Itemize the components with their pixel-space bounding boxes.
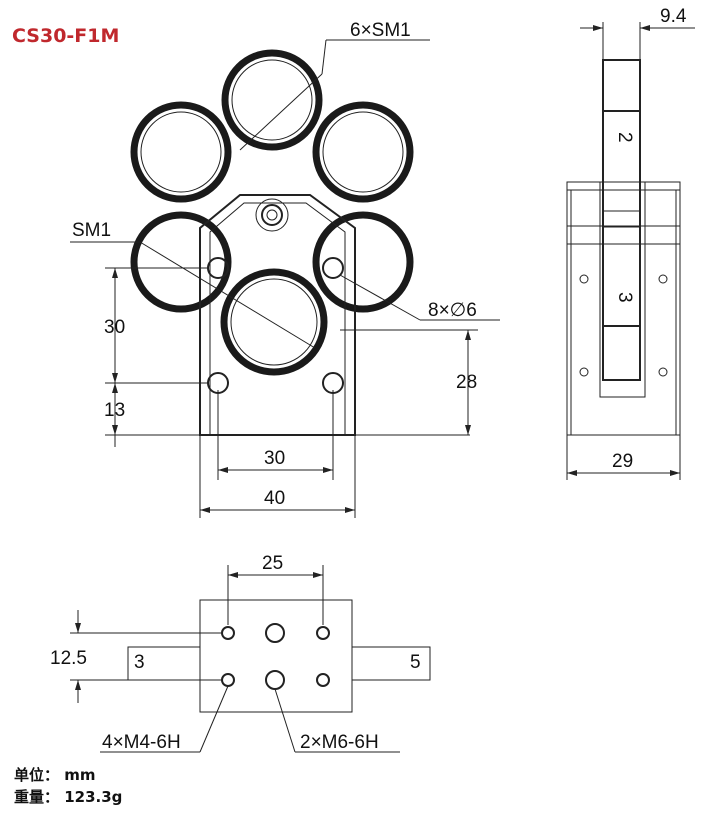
unit-info: 单位： mm bbox=[14, 766, 96, 784]
dim-12.5: 12.5 bbox=[50, 648, 87, 669]
slot-number-3: 3 bbox=[614, 292, 635, 303]
dim-40: 40 bbox=[264, 488, 285, 509]
dim-9.4: 9.4 bbox=[660, 6, 687, 27]
dim-30-horizontal: 30 bbox=[264, 448, 285, 469]
dim-28: 28 bbox=[456, 372, 477, 393]
bottom-view: 3 5 25 12.5 4×M4-6H 2×M6-6H bbox=[50, 553, 431, 753]
label-6xsm1: 6×SM1 bbox=[350, 20, 411, 41]
dim-29: 29 bbox=[612, 451, 633, 472]
side-view: 2 3 9.4 29 bbox=[566, 6, 695, 480]
slot-number-2: 2 bbox=[614, 132, 635, 143]
model-title: CS30-F1M bbox=[12, 25, 119, 47]
label-m4: 4×M4-6H bbox=[102, 732, 181, 753]
dim-13: 13 bbox=[104, 400, 125, 421]
dimensions-front: 30 13 28 30 40 bbox=[104, 267, 478, 518]
label-8xd6: 8×∅6 bbox=[428, 300, 477, 321]
label-sm1: SM1 bbox=[72, 220, 111, 241]
slot-number-5: 5 bbox=[410, 652, 421, 673]
dim-30-vertical: 30 bbox=[104, 317, 125, 338]
slot-number-3-bottom: 3 bbox=[134, 652, 145, 673]
label-m6: 2×M6-6H bbox=[300, 732, 379, 753]
dim-25: 25 bbox=[262, 553, 283, 574]
weight-info: 重量： 123.3g bbox=[14, 788, 123, 806]
filter-wheel bbox=[130, 49, 414, 313]
mount-plate bbox=[199, 194, 356, 436]
